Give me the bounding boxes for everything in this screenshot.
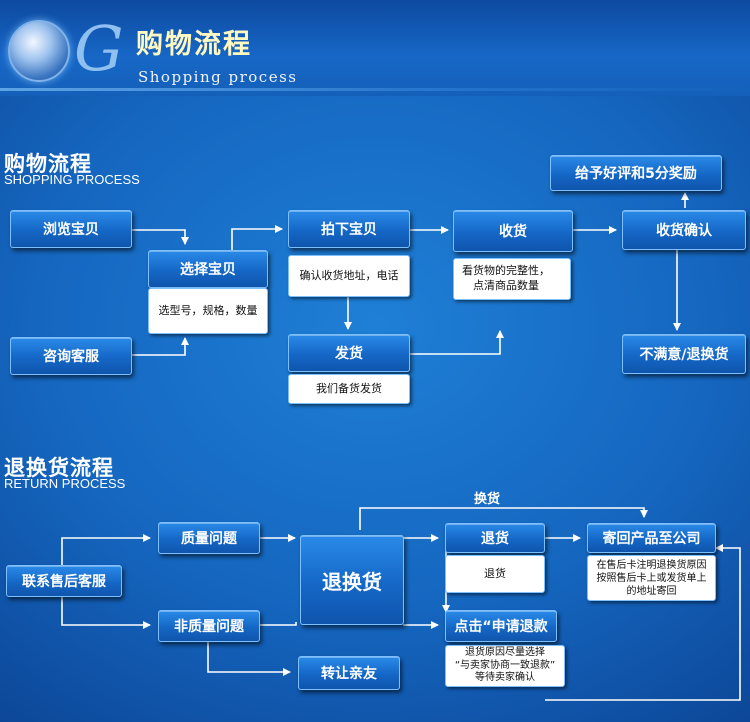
node-praise: 给予好评和5分奖励: [550, 155, 722, 191]
note-apply-refund: 退货原因尽量选择“与卖家协商一致退款”等待卖家确认: [445, 645, 565, 687]
node-consult: 咨询客服: [10, 337, 132, 375]
arrow-browse-select: [131, 229, 189, 245]
banner-stripe: [0, 88, 750, 91]
arrow-ship-receive: [410, 330, 504, 355]
note-apply-line-3: 等待卖家确认: [475, 672, 535, 684]
banner-subtitle: Shopping process: [138, 68, 298, 86]
note-send-line-2: 按照售后卡上或发货单上: [596, 572, 707, 584]
node-receive: 收货: [453, 210, 573, 252]
note-ship: 我们备货发货: [288, 374, 410, 404]
node-ship: 发货: [288, 334, 410, 372]
arrow-select-buy: [231, 225, 283, 250]
note-apply-line-2: “与卖家协商一致退款”: [454, 659, 556, 671]
node-transfer-friends: 转让亲友: [298, 656, 400, 690]
node-quality-issue: 质量问题: [158, 522, 260, 554]
logo-letter: G: [74, 12, 124, 85]
arrow-exchange: [359, 507, 648, 530]
node-confirm: 收货确认: [622, 210, 746, 250]
logo-globe-icon: [8, 20, 70, 82]
note-select: 选型号，规格，数量: [148, 288, 268, 334]
arrow-consult-select: [131, 337, 189, 356]
node-browse: 浏览宝贝: [10, 210, 132, 248]
return-section-title: 退换货流程: [4, 456, 114, 480]
note-apply-line-1: 退货原因尽量选择: [465, 647, 545, 659]
node-buy: 拍下宝贝: [288, 210, 410, 248]
header-banner: [0, 0, 750, 96]
return-section-subtitle: RETURN PROCESS: [4, 476, 126, 491]
arrow-contact-quality: [61, 534, 151, 567]
shopping-section-title: 购物流程: [4, 152, 92, 176]
note-return-goods: 退货: [445, 555, 545, 593]
note-receive: 看货物的完整性，点清商品数量: [453, 258, 571, 300]
note-buy: 确认收货地址，电话: [288, 255, 410, 297]
note-receive-line-2: 点清商品数量: [473, 279, 539, 292]
node-non-quality-issue: 非质量问题: [158, 610, 260, 642]
shopping-section-subtitle: SHOPPING PROCESS: [4, 172, 140, 187]
node-apply-refund: 点击“申请退款: [445, 610, 557, 642]
note-send-back: 在售后卡注明退换货原因按照售后卡上或发货单上的地址寄回: [587, 555, 716, 601]
node-unsatisfied: 不满意/退换货: [622, 334, 746, 374]
note-send-line-1: 在售后卡注明退换货原因: [596, 559, 707, 571]
node-send-back: 寄回产品至公司: [587, 523, 716, 553]
exchange-label: 换货: [474, 492, 501, 507]
arrow-apply-sendback: [545, 544, 741, 701]
note-send-line-3: 的地址寄回: [626, 585, 677, 597]
node-select: 选择宝贝: [148, 250, 268, 288]
node-return-goods: 退货: [445, 523, 545, 553]
arrow-nonquality-transfer: [207, 640, 291, 676]
arrow-contact-nonquality: [61, 595, 151, 629]
node-contact-service: 联系售后客服: [6, 565, 122, 597]
line-nonquality-center: [260, 622, 297, 626]
note-receive-line-1: 看货物的完整性，: [462, 264, 550, 278]
node-return-exchange: 退换货: [300, 535, 404, 625]
banner-title: 购物流程: [136, 29, 252, 60]
